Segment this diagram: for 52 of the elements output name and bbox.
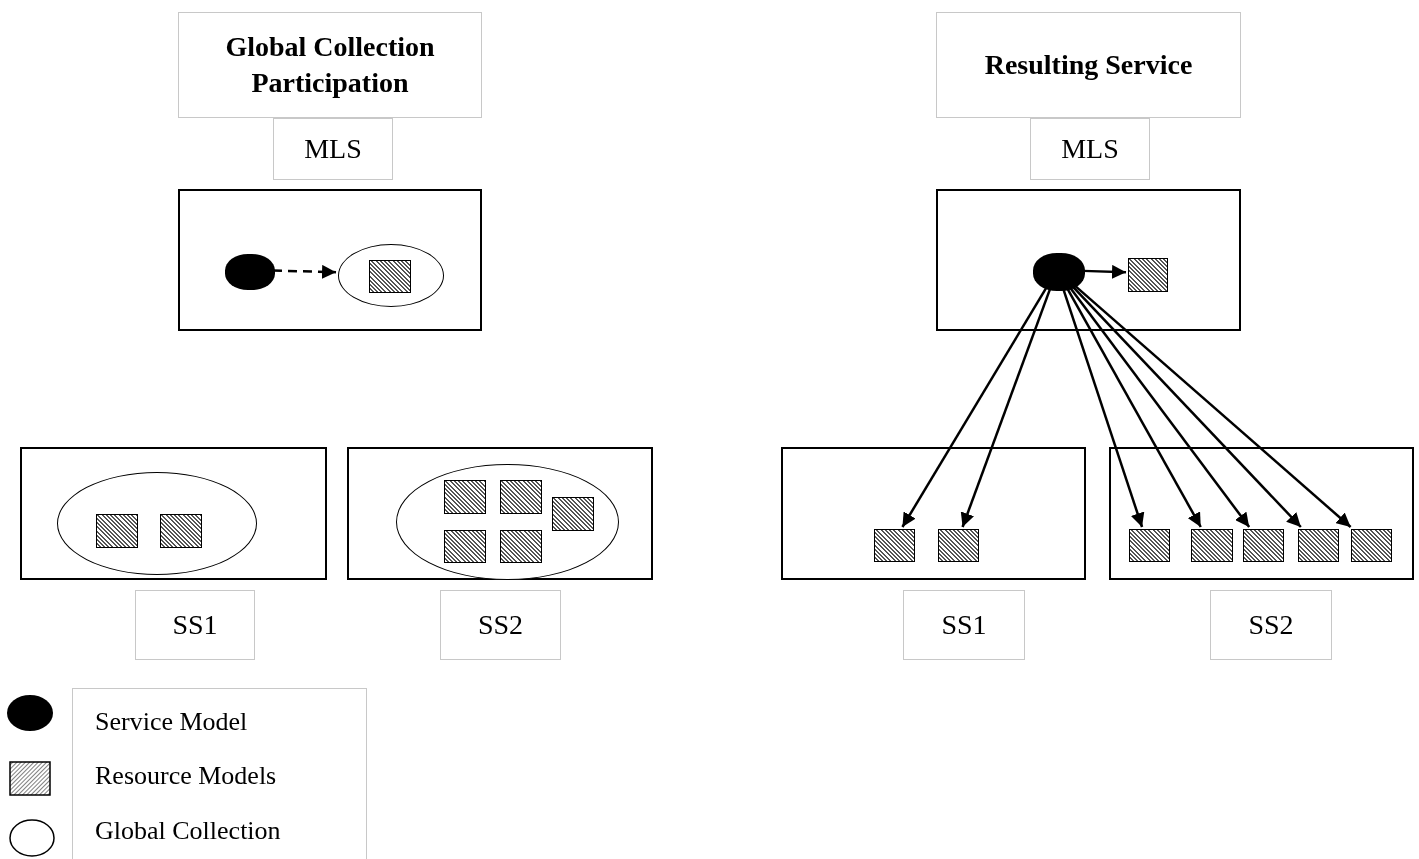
label-text: MLS: [304, 133, 362, 165]
container-box: [347, 447, 653, 580]
label-box: [1210, 590, 1332, 660]
service-model-blob: [1033, 253, 1085, 291]
label-text: MLS: [1061, 133, 1119, 165]
container-box: [178, 189, 482, 331]
legend-text: Service Model: [95, 707, 248, 737]
title-box: [178, 12, 482, 118]
resource-model-square: [1191, 529, 1233, 562]
title-box: [936, 12, 1241, 118]
service-model-blob: [225, 254, 275, 290]
arrow: [1072, 283, 1352, 528]
resource-model-square: [552, 497, 594, 531]
container-box: [20, 447, 327, 580]
title-text: Resulting Service: [984, 47, 1193, 82]
arrow: [960, 287, 1052, 528]
arrow: [1065, 287, 1202, 528]
arrow: [1082, 264, 1127, 279]
resource-model-square: [874, 529, 915, 562]
container-box: [781, 447, 1086, 580]
resource-model-square: [1128, 258, 1168, 292]
arrow: [1061, 288, 1145, 528]
resource-model-square: [96, 514, 138, 548]
label-box: [273, 118, 393, 180]
resource-model-square: [160, 514, 202, 548]
resource-model-square: [1129, 529, 1170, 562]
resource-model-square: [938, 529, 979, 562]
label-text: SS2: [1248, 609, 1294, 641]
resource-model-square: [444, 530, 486, 563]
resource-model-square: [1243, 529, 1284, 562]
resource-model-square: [500, 480, 542, 514]
resource-model-square: [369, 260, 411, 293]
arrow: [272, 264, 337, 279]
resource-model-square: [444, 480, 486, 514]
arrow: [901, 286, 1048, 528]
label-box: [440, 590, 561, 660]
label-box: [1030, 118, 1150, 180]
container-box: [936, 189, 1241, 331]
resource-model-square: [1351, 529, 1392, 562]
legend-text: Global Collection: [95, 816, 281, 846]
label-text: SS1: [172, 609, 218, 641]
label-box: [903, 590, 1025, 660]
resource-model-square: [500, 530, 542, 563]
container-box: [1109, 447, 1414, 580]
label-text: SS2: [477, 609, 524, 641]
label-box: [135, 590, 255, 660]
arrow: [1068, 285, 1251, 528]
title-text: Global Collection Participation: [224, 29, 436, 100]
legend-text: Resource Models: [95, 761, 277, 791]
resource-model-square: [1298, 529, 1339, 562]
label-text: SS1: [941, 609, 987, 641]
arrow: [1070, 284, 1302, 528]
